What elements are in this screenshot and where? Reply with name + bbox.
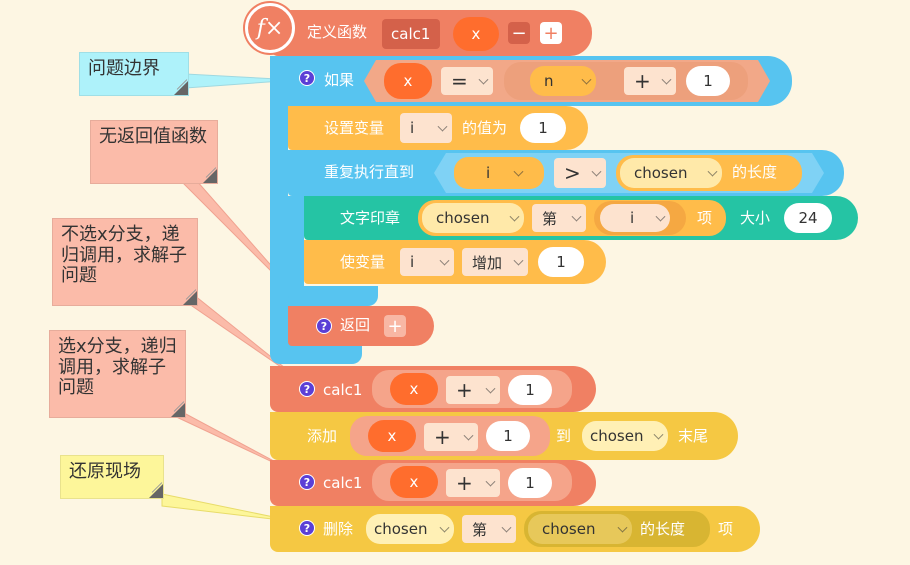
note-boundary[interactable]: 问题边界 — [79, 52, 189, 96]
connector-choose — [169, 413, 299, 475]
connector-restore — [161, 493, 299, 523]
note-fold-icon — [149, 484, 163, 498]
note-fold-icon — [174, 81, 188, 95]
note-fold-icon — [203, 169, 217, 183]
note-not-choose[interactable]: 不选x分支，递归调用，求解子问题 — [52, 218, 198, 306]
connector-boundary — [185, 73, 297, 89]
connector-not-choose — [174, 294, 301, 381]
note-no-return[interactable]: 无返回值函数 — [90, 120, 218, 184]
note-restore[interactable]: 还原现场 — [60, 455, 164, 499]
note-choose[interactable]: 选x分支，递归调用，求解子问题 — [49, 330, 186, 418]
note-fold-icon — [171, 403, 185, 417]
define-header[interactable] — [270, 10, 592, 56]
connector-no-return — [178, 179, 313, 313]
note-fold-icon — [183, 291, 197, 305]
